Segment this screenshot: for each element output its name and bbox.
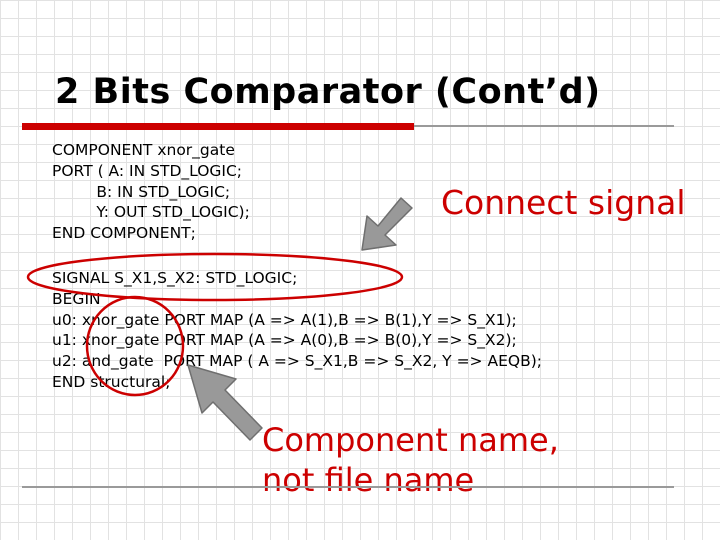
component-declaration-code: COMPONENT xnor_gate PORT ( A: IN STD_LOG… bbox=[52, 141, 250, 243]
component-name-annotation-line2: not file name bbox=[262, 461, 475, 499]
bottom-divider bbox=[22, 486, 674, 488]
arrow-up-left-icon bbox=[187, 364, 263, 441]
arrow-down-left-icon bbox=[361, 197, 413, 251]
title-underline-gray bbox=[414, 125, 674, 127]
component-name-highlight-oval bbox=[85, 295, 185, 397]
component-name-annotation-line1: Component name, bbox=[262, 421, 559, 459]
component-name-annotation: Component name, not file name bbox=[262, 420, 559, 500]
slide-title: 2 Bits Comparator (Cont’d) bbox=[55, 72, 601, 112]
title-underline-red bbox=[22, 123, 414, 130]
port-map-code: SIGNAL S_X1,S_X2: STD_LOGIC; BEGIN u0: x… bbox=[52, 269, 542, 391]
signal-highlight-oval bbox=[26, 252, 404, 302]
connect-signal-annotation: Connect signal bbox=[441, 183, 686, 222]
